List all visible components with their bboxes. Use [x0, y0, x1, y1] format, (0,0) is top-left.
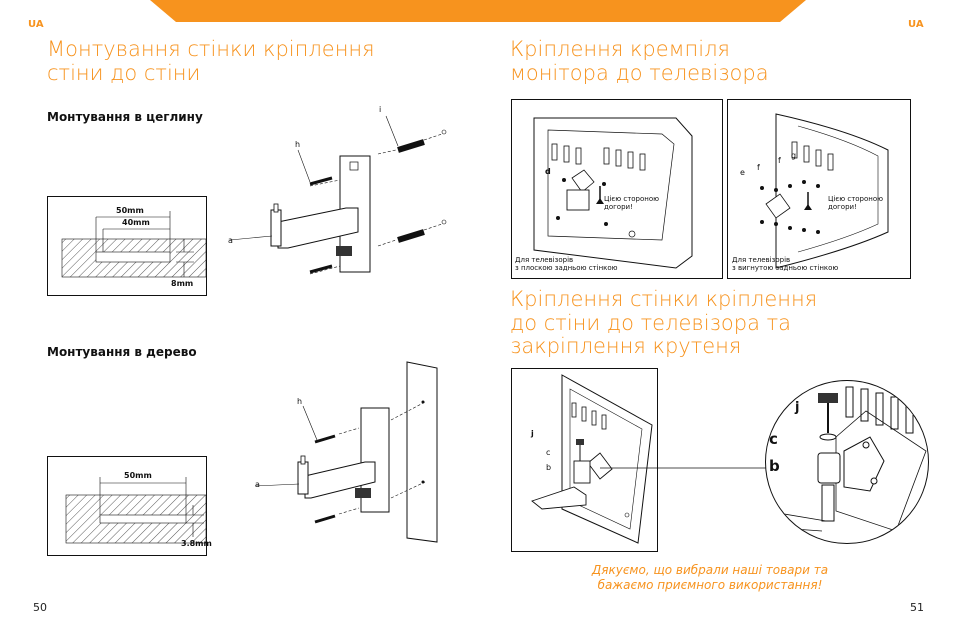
flat-back-tv-diagram: [511, 99, 723, 279]
flat-up-note-line1: Цією стороною: [604, 195, 660, 203]
language-tag-right: UA: [908, 19, 924, 30]
brick-cross-section: [61, 211, 207, 278]
brick-drilling-diagram: [47, 196, 207, 296]
right-title2-line2: до стіни до телевізора та: [510, 310, 792, 335]
part-label-j-zoom: j: [795, 400, 800, 415]
language-tag-left: UA: [28, 19, 44, 30]
flat-back-caption: Для телевізорів з плоскою задньою стінко…: [515, 256, 618, 273]
curved-caption-line1: Для телевізорів: [732, 256, 791, 264]
part-label-j-small: j: [531, 429, 534, 438]
wood-mounting-heading: Монтування в дерево: [47, 345, 197, 359]
flat-up-note: Цією стороною догори!: [604, 195, 659, 212]
part-label-b-zoom: b: [769, 457, 780, 475]
flat-tv-drawing: [533, 117, 693, 269]
right-title2-line1: Кріплення стінки кріплення: [510, 287, 818, 311]
right-title-wall-tv: Кріплення стінки кріплення до стіни до т…: [510, 287, 818, 359]
right-title1-line2: монітора до телевізора: [510, 60, 769, 85]
zoom-detail-circle: [765, 380, 929, 544]
header-banner: [150, 0, 806, 22]
part-label-c-zoom: c: [769, 430, 778, 448]
detail-connector-line: [600, 467, 768, 469]
wood-cross-section: [65, 477, 207, 544]
curved-up-note: Цією стороною догори!: [828, 195, 883, 212]
part-label-h-brick: h: [295, 140, 301, 149]
right-title-monitor: Кріплення кремпіля монітора до телевізор…: [510, 37, 769, 85]
flat-caption-line1: Для телевізорів: [515, 256, 574, 264]
part-label-e: e: [740, 168, 745, 177]
brick-dim-50mm: 50mm: [116, 206, 144, 215]
right-title1-line1: Кріплення кремпіля: [510, 37, 730, 61]
part-label-a-brick: a: [228, 236, 233, 245]
part-label-g: g: [791, 151, 797, 160]
thanks-line2: бажаємо приємного використання!: [597, 578, 823, 592]
wood-dim-3-8mm: 3.8mm: [181, 539, 212, 548]
right-title2-line3: закріплення крутеня: [510, 334, 742, 359]
wood-dim-50mm: 50mm: [124, 471, 152, 480]
left-page-title: Монтування стінки кріплення стіни до сті…: [47, 37, 375, 85]
part-label-c-small: c: [546, 448, 551, 457]
flat-caption-line2: з плоскою задньою стінкою: [515, 264, 618, 273]
brick-arm-assembly: [229, 115, 447, 275]
wood-drilling-diagram: [47, 456, 207, 556]
part-label-a-wood: a: [255, 480, 260, 489]
part-label-h-wood: h: [297, 397, 303, 406]
curved-up-note-line1: Цією стороною: [828, 195, 884, 203]
brick-mounting-heading: Монтування в цеглину: [47, 110, 203, 124]
flat-up-note-line2: догори!: [604, 203, 633, 212]
curved-tv-drawing: [760, 113, 889, 269]
part-label-f-2: f: [778, 156, 781, 165]
wall-tv-drawing: [531, 374, 653, 544]
wall-tv-assembly-diagram: [511, 368, 658, 552]
zoom-detail-drawing: [766, 386, 927, 532]
curved-up-note-line2: догори!: [828, 203, 857, 212]
curved-caption-line2: з вигнутою задньою стінкою: [732, 264, 839, 273]
left-title-line1: Монтування стінки кріплення: [47, 37, 375, 61]
part-label-i-brick: i: [379, 105, 382, 114]
thanks-line1: Дякуємо, що вибрали наші товари та: [591, 563, 829, 577]
part-label-f: f: [757, 163, 760, 172]
brick-dim-8mm: 8mm: [171, 279, 194, 288]
wood-arm-assembly: [254, 361, 438, 543]
part-label-b-small: b: [546, 463, 552, 472]
thank-you-message: Дякуємо, що вибрали наші товари та бажає…: [550, 563, 870, 593]
part-label-d: d: [545, 167, 551, 176]
curved-back-tv-diagram: [727, 99, 911, 279]
left-title-line2: стіни до стіни: [47, 60, 201, 85]
page-number-left: 50: [33, 601, 47, 614]
curved-back-caption: Для телевізорів з вигнутою задньою стінк…: [732, 256, 838, 273]
page-number-right: 51: [910, 601, 924, 614]
brick-dim-40mm: 40mm: [122, 218, 150, 227]
